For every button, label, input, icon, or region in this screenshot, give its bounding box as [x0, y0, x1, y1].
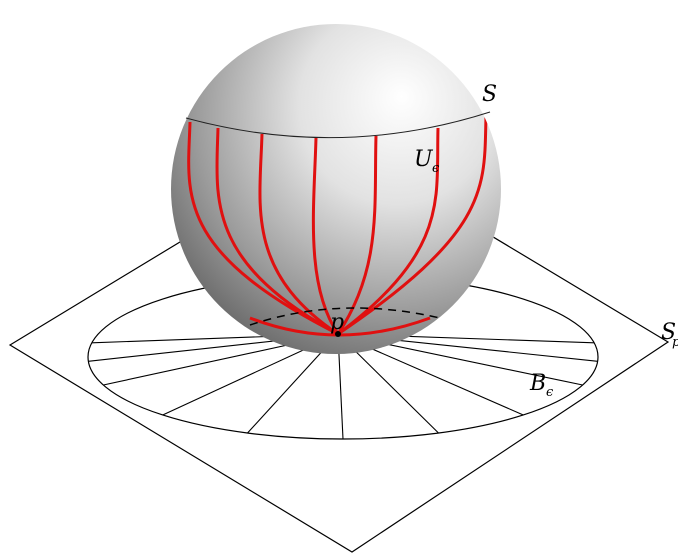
- meridian-curve: [337, 127, 440, 336]
- point-p-label: p: [330, 310, 344, 335]
- disk-label: B: [529, 371, 546, 396]
- cap-boundary: [185, 111, 491, 139]
- cap-region-label: U: [414, 147, 434, 172]
- sphere-s: [171, 24, 501, 354]
- cap-region-label-subscript: ϵ: [432, 161, 440, 176]
- plane-label-subscript: p: [672, 335, 678, 350]
- meridian-curve: [187, 121, 339, 336]
- plane-label: S: [661, 320, 676, 345]
- meridian-curve: [258, 133, 339, 336]
- disk-hidden-dashed: [249, 307, 441, 326]
- meridian-curve: [337, 115, 488, 336]
- point-p-marker: [335, 331, 341, 337]
- sphere-label: S: [482, 82, 497, 107]
- meridian-curve: [311, 137, 340, 335]
- meridian-curve: [215, 127, 339, 336]
- meridian-curve: [336, 135, 378, 335]
- disk-label-subscript: ϵ: [546, 385, 554, 400]
